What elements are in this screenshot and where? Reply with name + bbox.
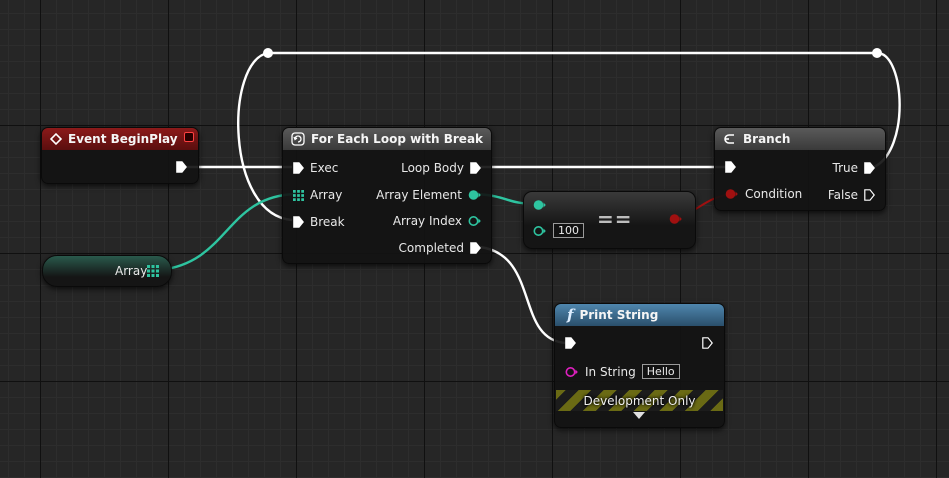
exec-in-pin[interactable]: Exec [293,161,338,175]
event-diamond-icon [50,133,62,145]
development-only-banner: Development Only [556,390,723,411]
false-out-pin[interactable]: False [828,188,875,202]
delegate-pin[interactable] [184,132,194,142]
print-exec-in-pin[interactable] [565,337,576,349]
in-string-pin[interactable]: In String Hello [565,364,680,379]
true-exec-icon [864,162,875,174]
equal-b-pin[interactable]: 100 [533,223,584,238]
array-grid-icon [293,189,304,201]
array-grid-icon[interactable] [147,265,159,277]
array-element-label: Array Element [376,188,462,202]
exec-in-label: Exec [310,161,339,175]
true-out-pin[interactable]: True [833,161,876,175]
array-wire [159,192,297,272]
loop-body-exec-icon [470,162,481,174]
in-string-value-input[interactable]: Hello [641,364,680,379]
event-begin-play-node[interactable]: Event BeginPlay [41,127,199,184]
completed-exec-icon [470,242,481,254]
string-pin-icon [565,366,578,377]
false-label: False [827,188,858,202]
for-each-loop-header: For Each Loop with Break [283,128,491,150]
exec-in-pin-icon [293,162,304,174]
event-begin-play-title: Event BeginPlay [68,132,178,146]
loop-body-label: Loop Body [401,161,464,175]
print-string-header: f Print String [555,304,724,326]
array-element-out-pin[interactable]: Array Element [376,188,481,202]
break-in-label: Break [310,215,345,229]
array-index-label: Array Index [392,214,462,228]
equal-out-pin[interactable] [669,213,683,225]
print-exec-out-pin[interactable] [702,337,713,349]
equal-b-value-input[interactable]: 100 [553,223,584,238]
reroute-node-right[interactable] [872,48,882,58]
branch-header: Branch [715,128,885,150]
function-icon: f [567,306,574,324]
branch-icon [724,134,734,144]
filled-pin-icon [468,190,481,200]
equal-node[interactable]: == 100 [523,191,696,249]
array-variable-node[interactable]: Array [42,255,172,287]
equal-symbol: == [597,207,633,231]
array-in-label: Array [310,188,343,202]
for-each-loop-title: For Each Loop with Break [311,132,484,146]
completed-label: Completed [398,241,464,255]
break-in-pin[interactable]: Break [293,215,345,229]
condition-in-pin[interactable]: Condition [725,187,802,201]
condition-label: Condition [745,187,803,201]
bool-pin-icon [725,189,738,199]
hollow-pin-icon [533,225,546,236]
development-only-label: Development Only [583,393,696,408]
in-string-label: In String [585,364,636,379]
expand-arrow-icon[interactable] [633,412,645,420]
print-string-title: Print String [579,308,659,322]
hollow-pin-icon [468,216,481,226]
array-variable-label: Array [115,264,148,278]
branch-exec-in-pin[interactable] [725,161,736,173]
loop-macro-icon [291,132,305,146]
break-exec-pin-icon [293,216,304,228]
true-label: True [832,161,859,175]
branch-node[interactable]: Branch Condition True False [714,127,886,211]
false-exec-icon [864,189,875,201]
completed-out-pin[interactable]: Completed [399,241,481,255]
array-in-pin[interactable]: Array [293,188,342,202]
for-each-loop-node[interactable]: For Each Loop with Break Exec Array Brea… [282,127,492,264]
event-begin-play-header: Event BeginPlay [42,128,198,150]
loop-body-out-pin[interactable]: Loop Body [401,161,481,175]
branch-title: Branch [743,132,791,146]
begin-play-exec-out-pin[interactable] [176,161,187,173]
array-index-out-pin[interactable]: Array Index [393,214,481,228]
reroute-node-left[interactable] [263,48,273,58]
print-string-node[interactable]: f Print String In String Hello Developme… [554,303,725,428]
equal-a-pin[interactable] [533,199,547,211]
